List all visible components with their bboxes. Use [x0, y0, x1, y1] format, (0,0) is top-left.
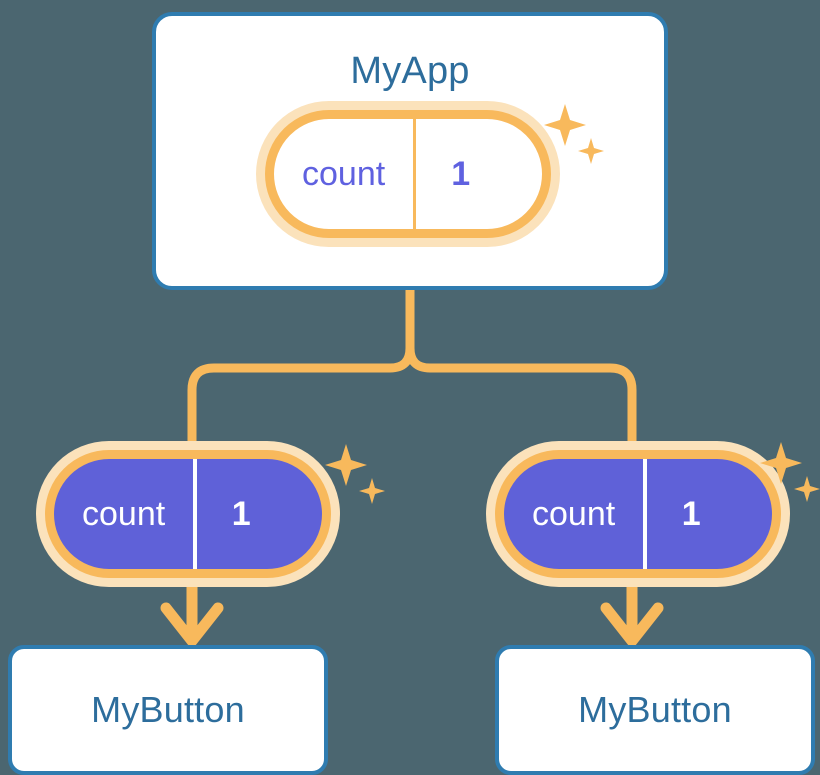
signal-name: count: [82, 494, 166, 533]
arrow-right-head-icon: [600, 602, 664, 647]
component-card-mybutton-left[interactable]: MyButton: [8, 645, 328, 775]
signal-value: 1: [413, 119, 505, 229]
sparkle-icon-left: [325, 444, 385, 504]
signal-name: count: [532, 494, 616, 533]
edge-root-to-right-child: [405, 284, 637, 457]
signal-pill-child-right[interactable]: count 1: [495, 450, 781, 578]
signal-value: 1: [643, 459, 735, 569]
signal-pill-body: count 1: [495, 450, 781, 578]
component-card-mybutton-right[interactable]: MyButton: [495, 645, 815, 775]
component-title-mybutton-right: MyButton: [578, 689, 732, 730]
signal-pill-body: count 1: [45, 450, 331, 578]
component-title-mybutton-left: MyButton: [91, 689, 245, 730]
component-title-myapp: MyApp: [350, 50, 470, 92]
signal-pill-root[interactable]: count 1: [265, 110, 551, 238]
signal-pill-child-left[interactable]: count 1: [45, 450, 331, 578]
edge-root-to-left-child: [187, 284, 415, 457]
signal-value: 1: [193, 459, 285, 569]
signal-pill-body: count 1: [265, 110, 551, 238]
arrow-left-head-icon: [160, 602, 224, 647]
signal-name: count: [302, 154, 386, 193]
